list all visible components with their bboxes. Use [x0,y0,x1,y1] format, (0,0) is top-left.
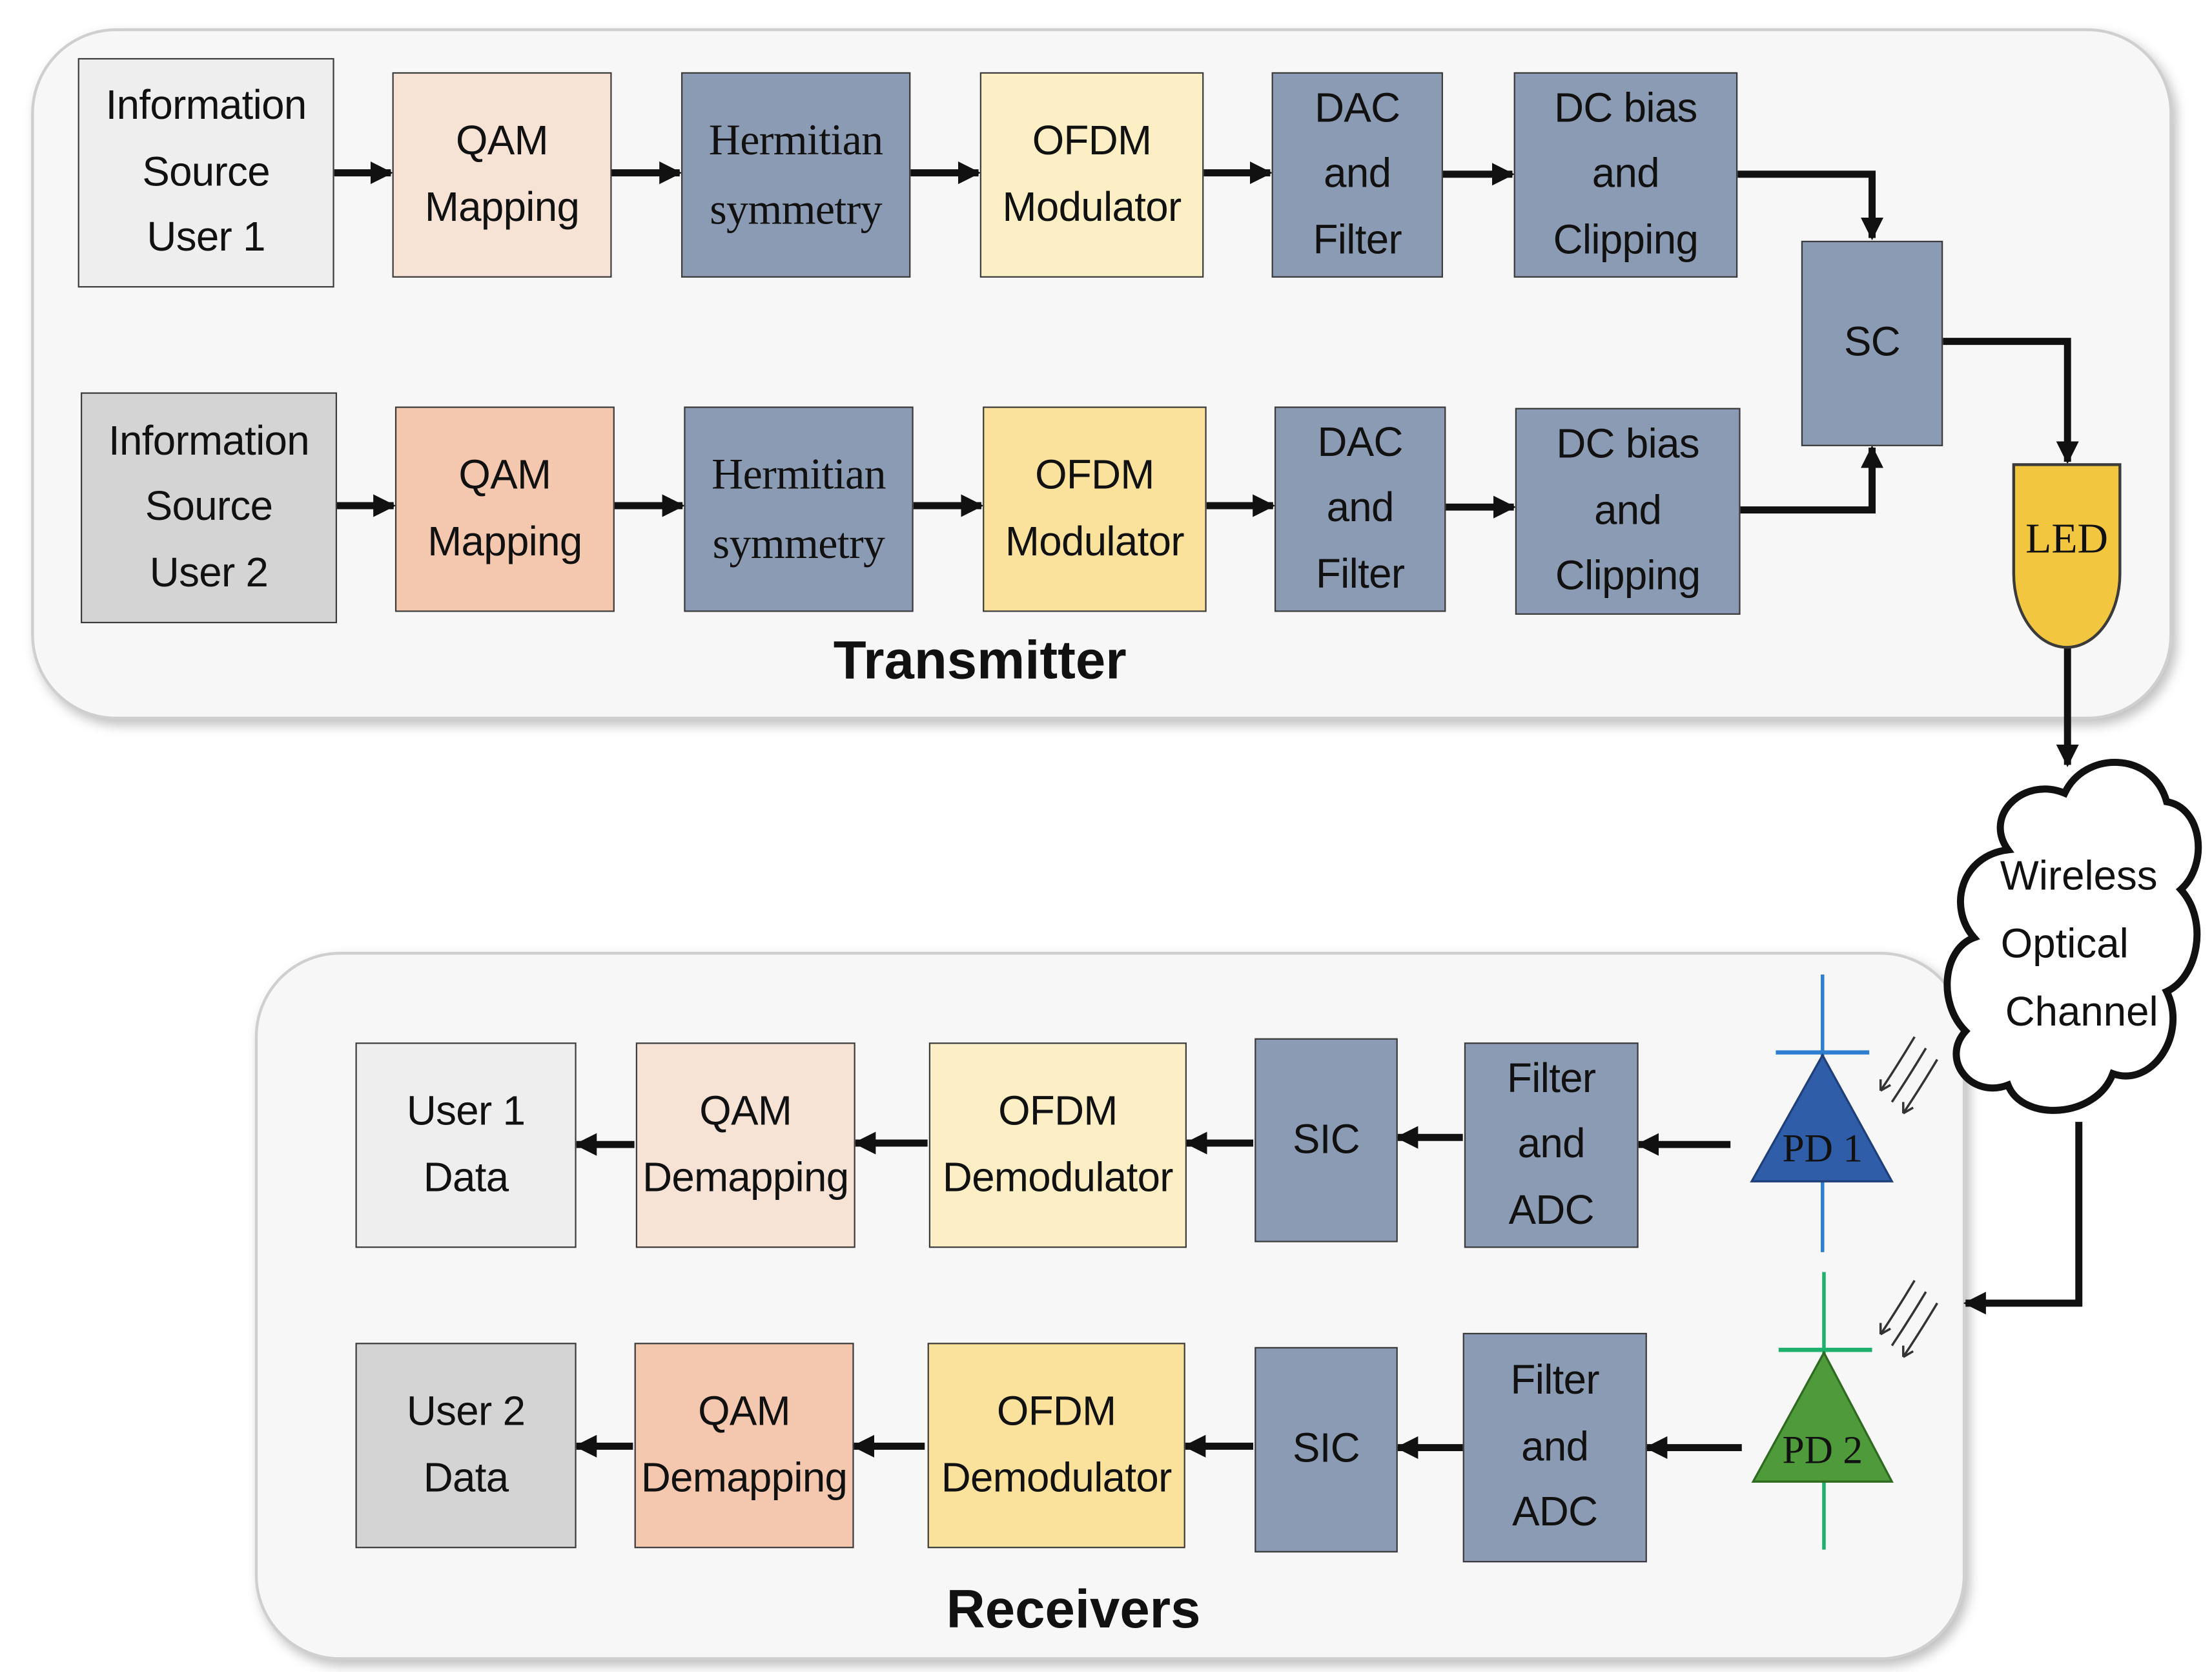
arrow [1963,1122,2083,1315]
tx-dc-bias-2: DC bias and Clipping [1515,408,1741,615]
tx-qam-mapping-2: QAM Mapping [394,406,615,612]
receivers-title: Receivers [946,1580,1201,1640]
channel-label-line: Channel [2005,989,2158,1035]
pd1-label: PD 1 [1782,1127,1863,1171]
tx-source-user1: Information Source User 1 [77,57,334,288]
rx-qam-demapping-2: QAM Demapping [634,1343,854,1549]
rx-ofdm-demodulator-1: OFDM Demodulator [928,1042,1187,1248]
led-label: LED [2025,515,2108,562]
light-rays-icon [1879,1036,1938,1115]
rx-sic-1: SIC [1254,1038,1398,1243]
rx-qam-demapping-1: QAM Demapping [635,1042,855,1248]
tx-ofdm-modulator-1: OFDM Modulator [979,72,1204,278]
rx-user1-data: User 1 Data [355,1042,577,1248]
tx-hermitian-1: Hermitian symmetry [681,72,911,278]
rx-sic-2: SIC [1254,1347,1398,1553]
led-shape [2012,463,2122,649]
channel-label-line: Optical [2001,921,2129,967]
light-rays-icon [1879,1279,1938,1358]
arrow [1740,445,1884,514]
tx-superposition-coding: SC [1801,240,1943,446]
tx-qam-mapping-1: QAM Mapping [392,72,612,278]
rx-ofdm-demodulator-2: OFDM Demodulator [927,1343,1185,1549]
arrow [1943,338,2079,464]
pd1-triangle [1750,1053,1894,1182]
tx-ofdm-modulator-2: OFDM Modulator [983,406,1207,612]
tx-dac-filter-2: DAC and Filter [1274,406,1446,612]
rx-user2-data: User 2 Data [355,1343,577,1549]
channel-label-line: Wireless [2000,852,2158,898]
cloud-shape [1943,758,2202,1114]
rx-filter-adc-1: Filter and ADC [1464,1042,1639,1248]
channel-label: Wireless Optical Channel [2000,852,2169,1035]
tx-source-user2: Information Source User 2 [81,392,338,624]
tx-dac-filter-1: DAC and Filter [1271,72,1443,278]
tx-hermitian-2: Hermitian symmetry [684,406,914,612]
pd2-triangle [1751,1350,1894,1483]
arrow [1737,170,1884,240]
rx-filter-adc-2: Filter and ADC [1462,1332,1647,1563]
pd2-label: PD 2 [1782,1429,1863,1472]
tx-dc-bias-1: DC bias and Clipping [1513,72,1738,278]
transmitter-title: Transmitter [833,632,1127,692]
